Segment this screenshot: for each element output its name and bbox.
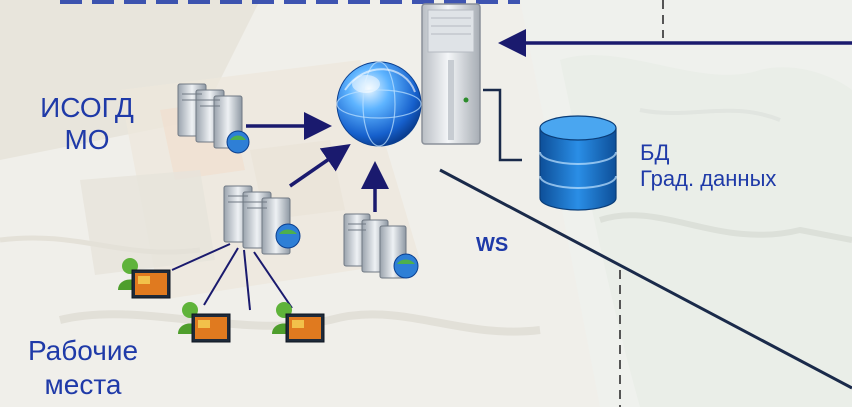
workplaces-label-line2: места xyxy=(44,369,122,400)
database-label: БД Град. данных xyxy=(640,140,776,192)
database-label-line1: БД xyxy=(640,140,670,165)
central-tower-server-icon xyxy=(421,3,481,145)
workstation-icon xyxy=(272,302,325,343)
arrow-cluster-to-globe xyxy=(289,144,351,188)
tower-db-connector xyxy=(483,88,522,162)
isogd-label-line1: ИСОГД xyxy=(40,92,134,123)
ws-server-cluster-icon xyxy=(343,213,419,279)
ws-label: WS xyxy=(476,234,509,256)
workstation-icon xyxy=(178,302,231,343)
diagonal-connector-line xyxy=(439,168,852,390)
workstation-connector-lines xyxy=(171,243,293,311)
workstation-icon xyxy=(118,258,171,299)
workplaces-label-line1: Рабочие xyxy=(27,335,139,366)
isogd-server-cluster-icon xyxy=(177,83,250,154)
database-label-line2: Град. данных xyxy=(640,166,777,191)
workplaces-label: Рабочие места xyxy=(8,334,158,402)
isogd-label-line2: МО xyxy=(64,124,110,155)
workplace-server-cluster-icon xyxy=(223,185,301,255)
globe-icon xyxy=(336,61,422,147)
isogd-label: ИСОГД МО xyxy=(22,92,152,156)
database-icon xyxy=(539,115,617,211)
